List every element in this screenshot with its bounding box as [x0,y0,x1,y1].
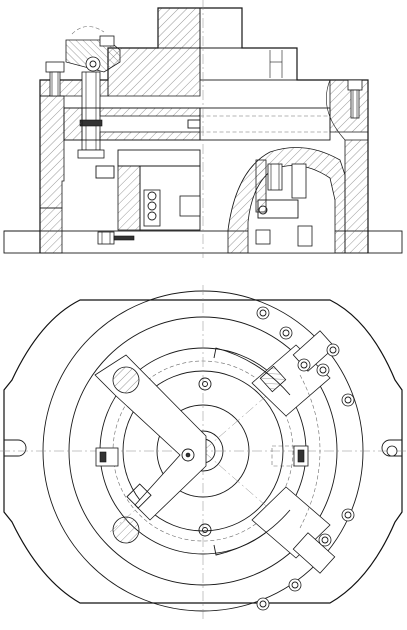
center-spindle [95,119,201,231]
bottom-bolt-left [97,231,135,245]
left-slot [4,439,27,457]
mounting-holes [256,306,398,611]
left-cylinder [95,447,119,467]
left-cap-screw [45,61,65,97]
upper-flange-left [107,47,201,97]
clamp-lever [65,26,121,73]
right-cylinder [271,445,309,467]
right-cap-screw [347,79,363,119]
plan-view [0,285,407,620]
jaw-bottom-right [251,486,336,592]
spring-details [198,347,291,556]
right-slot [381,439,402,457]
clamp-arm-left [94,354,207,544]
base-flange [3,299,403,604]
pull-rod-left [77,71,105,159]
top-boss [157,7,201,49]
jaw-top-right [251,330,336,417]
left-housing-wall [39,95,65,209]
section-view [3,0,403,258]
hidden-bolt-circle [299,374,321,529]
right-internal-parts [255,159,313,247]
